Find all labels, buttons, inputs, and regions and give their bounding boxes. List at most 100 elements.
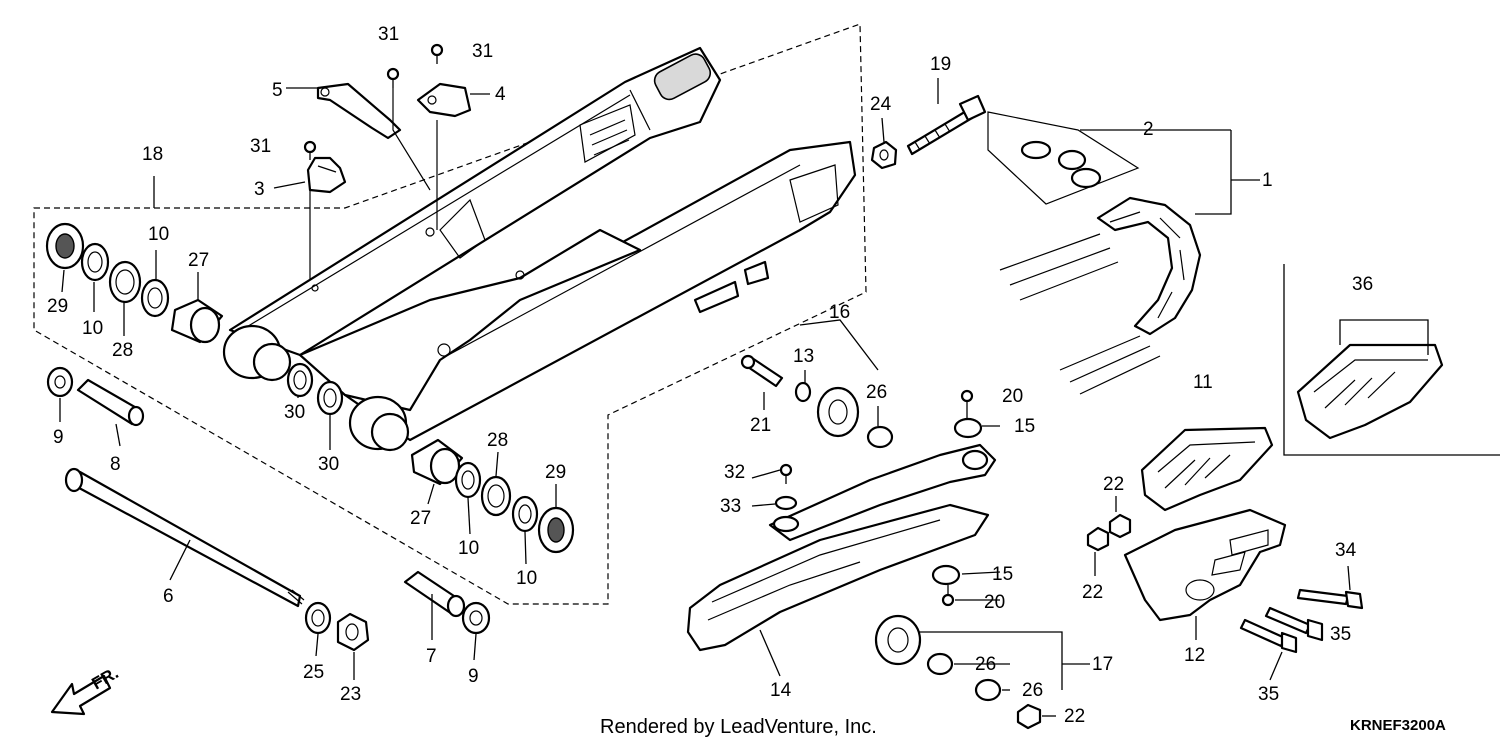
callout-32: 32 (724, 462, 745, 483)
washer-10-right-a (454, 461, 482, 499)
guide-slider-11 (1140, 426, 1274, 512)
callout-5: 5 (272, 80, 283, 101)
callout-4: 4 (495, 84, 506, 105)
chain-1 (1096, 196, 1202, 336)
nut-22-b (1086, 526, 1110, 552)
pivot-bolt-6 (66, 470, 302, 608)
callout-17: 17 (1092, 654, 1113, 675)
callout-36: 36 (1352, 274, 1373, 295)
leader-stubs (59, 78, 1351, 681)
callout-16: 16 (829, 302, 850, 323)
nut-23 (336, 612, 370, 652)
callout-9-bottom: 9 (468, 666, 479, 687)
callout-29-b: 29 (545, 462, 566, 483)
callout-27-a: 27 (188, 250, 209, 271)
bolt-31-c (303, 140, 317, 154)
bearing-28-left (108, 260, 142, 304)
diagram-code: KRNEF3200A (1350, 717, 1446, 734)
bolt-35-a (1264, 606, 1312, 635)
callout-19: 19 (930, 54, 951, 75)
bolt-20-lower (941, 593, 955, 607)
callout-26-c: 26 (1022, 680, 1043, 701)
callout-22-a: 22 (1103, 474, 1124, 495)
washer-9-bottom (461, 601, 491, 635)
callout-22-c: 22 (1064, 706, 1085, 727)
callout-10-a: 10 (148, 224, 169, 245)
callout-9-top: 9 (53, 427, 64, 448)
bolt-31-b (430, 43, 444, 57)
pivot-bearing-set-left (45, 222, 224, 344)
collar-26-c (974, 678, 1002, 702)
kit-box-36 (1283, 264, 1500, 456)
guide-4 (416, 82, 472, 118)
bolt-31-a (386, 67, 400, 81)
guide-kit-36 (1296, 319, 1444, 440)
front-direction-marker: FR. (50, 663, 122, 716)
callout-31-a: 31 (378, 24, 399, 45)
callout-10-c: 10 (458, 538, 479, 559)
callout-20-b: 20 (984, 592, 1005, 613)
bolt-20-upper (960, 389, 974, 403)
roller-17 (874, 614, 922, 666)
drive-chain (987, 111, 1202, 395)
cable-guides (303, 43, 472, 280)
callout-29-a: 29 (47, 296, 68, 317)
callout-8: 8 (110, 454, 121, 475)
washer-25 (304, 601, 332, 635)
callout-21: 21 (750, 415, 771, 436)
bearing-28-right (480, 475, 512, 517)
callout-14: 14 (770, 680, 792, 701)
roller-16 (816, 386, 860, 438)
callout-15-a: 15 (1014, 416, 1035, 437)
swingarm (222, 46, 857, 452)
slider-arm (768, 443, 997, 542)
collar-26-a (866, 425, 894, 449)
callout-3: 3 (254, 179, 265, 200)
callout-20-a: 20 (1002, 386, 1023, 407)
adjuster-hardware (870, 94, 987, 170)
callout-26-b: 26 (975, 654, 996, 675)
slider-14 (686, 503, 990, 652)
guide-plate-12 (1123, 508, 1287, 622)
nut-22-a (1108, 513, 1132, 539)
callout-15-b: 15 (992, 564, 1013, 585)
callout-18: 18 (142, 144, 163, 165)
callout-30-b: 30 (318, 454, 339, 475)
collar-15-lower (931, 564, 961, 586)
front-arrow-icon (50, 674, 112, 716)
bolt-19 (906, 108, 974, 156)
nut-24 (870, 140, 898, 170)
seal-30-b (316, 380, 344, 416)
bolt-34 (1296, 588, 1350, 606)
washer-9-top (46, 366, 74, 398)
assembly-boundary-18 (33, 23, 867, 605)
callout-27-b: 27 (410, 508, 431, 529)
callout-25: 25 (303, 662, 324, 683)
callout-28-a: 28 (112, 340, 133, 361)
washer-10-left-b (140, 278, 170, 318)
callout-10-d: 10 (516, 568, 537, 589)
callout-23: 23 (340, 684, 361, 705)
leader-lines (153, 87, 1260, 717)
callout-22-b: 22 (1082, 582, 1103, 603)
collar-26-b (926, 652, 954, 676)
master-link-clip (1020, 140, 1052, 160)
callout-7: 7 (426, 646, 437, 667)
callout-12: 12 (1184, 645, 1205, 666)
credit-text: Rendered by LeadVenture, Inc. (600, 716, 877, 738)
pivot-hardware (46, 366, 491, 652)
guide-5 (316, 82, 402, 140)
washer-10-right-b (511, 495, 539, 533)
callout-26-a: 26 (866, 382, 887, 403)
callout-2: 2 (1143, 119, 1154, 140)
bolt-32 (779, 463, 793, 477)
callout-28-b: 28 (487, 430, 508, 451)
callout-34: 34 (1335, 540, 1357, 561)
callout-35-b: 35 (1258, 684, 1279, 705)
collar-13 (794, 381, 812, 403)
callout-35-a: 35 (1330, 624, 1351, 645)
callout-1: 1 (1262, 170, 1273, 191)
bolt-35-b (1239, 618, 1287, 648)
callout-11: 11 (1193, 372, 1213, 393)
